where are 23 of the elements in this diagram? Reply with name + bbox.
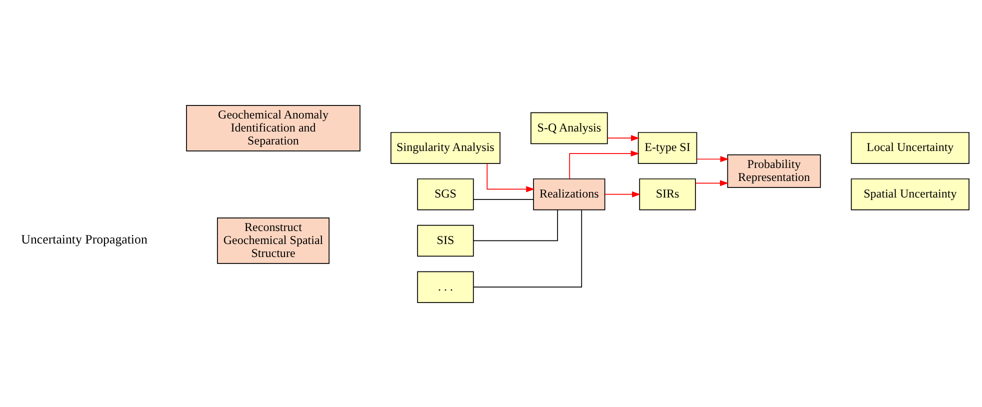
- node-box: SIRs: [639, 178, 696, 210]
- node-box: SGS: [417, 178, 474, 210]
- connector: [473, 209, 582, 288]
- arrow: [607, 134, 640, 141]
- node-box: E-type SI: [638, 132, 698, 164]
- node-box: Local Uncertainty: [850, 132, 970, 164]
- arrow: [486, 162, 535, 192]
- node-box: S-Q Analysis: [530, 112, 608, 144]
- arrow: [695, 180, 729, 186]
- node-box: SIS: [417, 224, 474, 256]
- node-box: Spatial Uncertainty: [850, 178, 970, 210]
- arrow: [604, 190, 641, 197]
- connector: [473, 198, 534, 200]
- label: Uncertainty Propagation: [21, 232, 148, 246]
- connector: [473, 209, 558, 241]
- arrow: [696, 156, 729, 162]
- node-box: Realizations: [533, 178, 606, 210]
- arrow: [569, 150, 640, 179]
- node-box: Singularity Analysis: [390, 132, 500, 164]
- node-box: Reconstruct Geochemical Spatial Structure: [217, 217, 330, 264]
- node-box: Geochemical Anomaly Identification and Separation: [186, 104, 360, 151]
- node-box: . . .: [417, 270, 474, 302]
- node-box: Probability Representation: [727, 154, 821, 188]
